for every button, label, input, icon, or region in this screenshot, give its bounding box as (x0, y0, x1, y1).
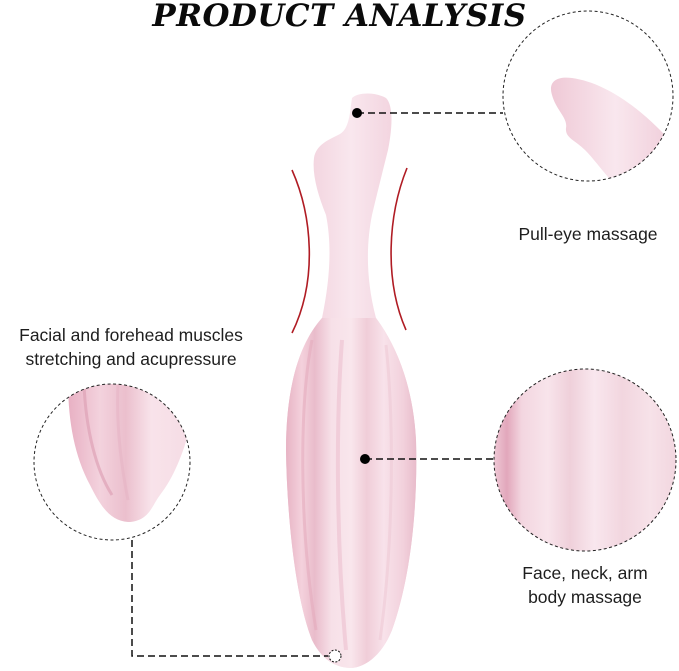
pointer-body (360, 454, 494, 464)
callout-label-body: Face, neck, arm body massage (492, 561, 678, 609)
massager-product (286, 93, 417, 668)
detail-circle-facial (33, 383, 191, 541)
pointer-pull-eye (352, 108, 503, 118)
callout-text-line: stretching and acupressure (25, 349, 237, 369)
callout-label-pull-eye: Pull-eye massage (488, 222, 679, 246)
detail-circle-body (493, 368, 677, 552)
left-contour-curve (291, 169, 311, 334)
detail-circle-pull-eye (502, 10, 674, 182)
callout-text-line: body massage (528, 587, 642, 607)
callout-text-line: Facial and forehead muscles (19, 325, 243, 345)
callout-text-line: Face, neck, arm (522, 563, 648, 583)
right-contour-curve (390, 167, 408, 331)
page-title: PRODUCT ANALYSIS (152, 0, 527, 34)
callout-text-line: Pull-eye massage (518, 224, 658, 244)
pointer-facial (131, 540, 342, 663)
callout-label-facial: Facial and forehead muscles stretching a… (0, 323, 262, 371)
